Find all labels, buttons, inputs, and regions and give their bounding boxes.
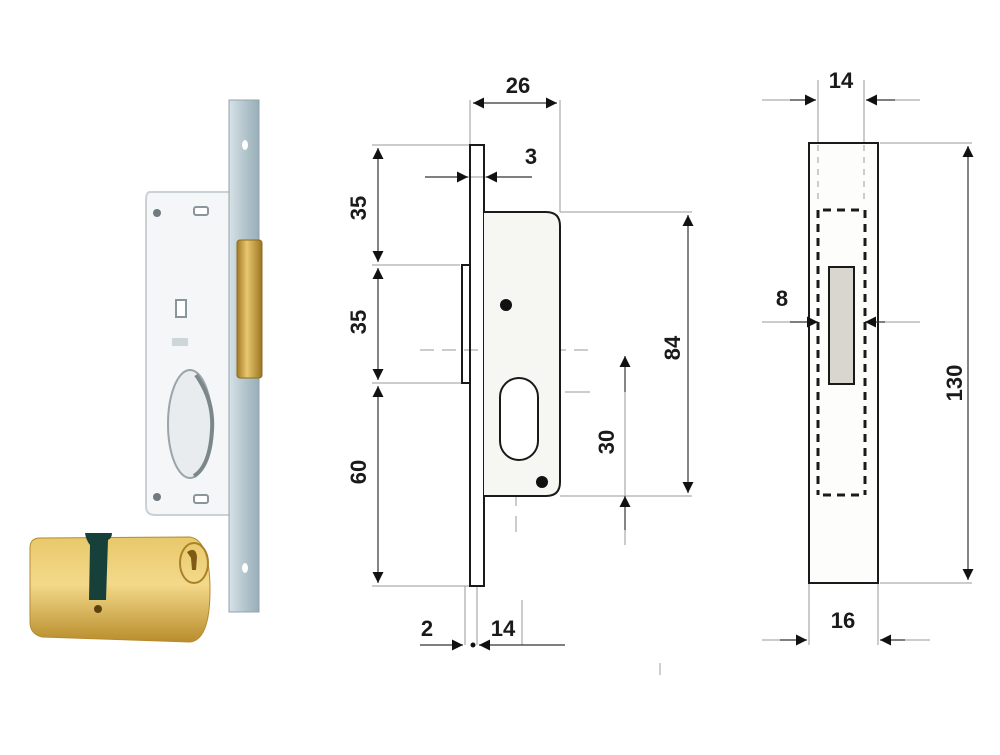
dim-label-plate-offset: 2 (421, 616, 433, 641)
dim-label-overall-width: 26 (506, 73, 530, 98)
screw-hole-icon (153, 209, 161, 217)
keyhole-icon (187, 549, 197, 570)
latch-bolt (236, 239, 263, 379)
screw-icon (536, 476, 548, 488)
strike-slot (828, 266, 855, 385)
screw-icon (500, 299, 512, 311)
dim-label-case-height: 84 (660, 335, 685, 360)
screw-hole-icon (153, 493, 161, 501)
dim-label-strike-height: 130 (942, 365, 967, 402)
lock-case (145, 191, 231, 516)
dim-label-top-to-bolt: 35 (346, 196, 371, 220)
bolt-outline (461, 264, 471, 384)
dim-label-faceplate-thickness: 3 (525, 144, 537, 169)
side-view-drawing: 26 3 35 35 60 84 30 2 14 (346, 73, 694, 651)
dim-label-inner-width: 14 (829, 68, 854, 93)
dim-label-bolt-to-bottom: 60 (346, 460, 371, 484)
faceplate-outline (469, 144, 485, 587)
dim-label-bolt-height: 35 (346, 310, 371, 334)
strike-view-drawing: 14 8 130 16 (762, 68, 974, 646)
dim-label-cylinder-offset: 30 (594, 430, 619, 454)
product-photo (29, 99, 263, 643)
cylinder-hole-outline (499, 377, 539, 461)
screw-hole-icon (242, 563, 248, 573)
dim-label-slot-width: 8 (776, 286, 788, 311)
dim-label-case-depth: 14 (491, 616, 516, 641)
cam (85, 533, 112, 600)
dim-label-outer-width: 16 (831, 608, 855, 633)
oval-cylinder (29, 533, 211, 643)
screw-hole-icon (242, 140, 248, 150)
